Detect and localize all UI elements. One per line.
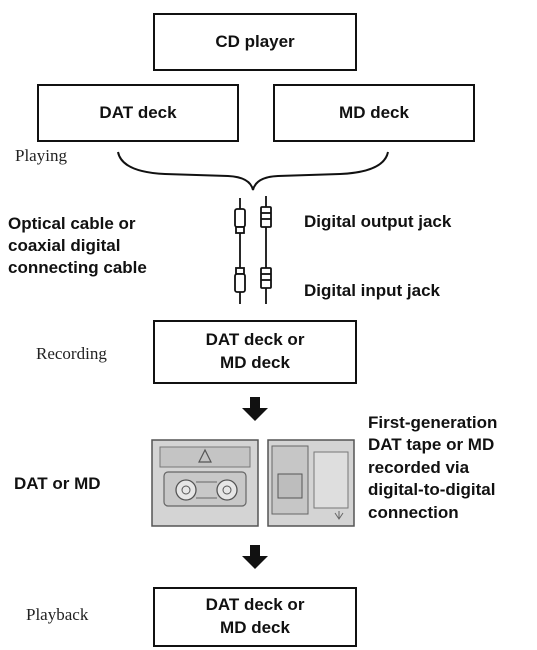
media-label: DAT or MD: [14, 474, 101, 493]
dat-cassette-icon: [151, 439, 259, 527]
cd-player-label: CD player: [215, 31, 295, 51]
playback-label-line1: DAT deck or: [205, 595, 305, 615]
minidisc-icon: [267, 439, 355, 527]
playback-label: Playback: [26, 605, 89, 624]
dat-deck-box: DAT deck: [37, 84, 239, 142]
media-description: First-generation DAT tape or MD recorded…: [368, 413, 498, 522]
playing-label: Playing: [15, 146, 67, 165]
input-jack-label: Digital input jack: [304, 281, 441, 300]
recording-label: Recording: [36, 344, 107, 363]
playback-box: DAT deck or MD deck: [153, 587, 357, 647]
cable-plug-icon: [260, 196, 272, 304]
recorder-label-line1: DAT deck or: [205, 330, 305, 350]
down-arrow-icon: [242, 397, 268, 421]
recorder-box: DAT deck or MD deck: [153, 320, 357, 384]
output-jack-label: Digital output jack: [304, 212, 452, 231]
cd-player-box: CD player: [153, 13, 357, 71]
md-deck-label: MD deck: [339, 102, 409, 122]
down-arrow-icon: [242, 545, 268, 569]
brace-icon: [117, 151, 389, 191]
dat-deck-label: DAT deck: [99, 102, 177, 122]
md-deck-box: MD deck: [273, 84, 475, 142]
recorder-label-line2: MD deck: [220, 353, 290, 372]
playback-label-line2: MD deck: [220, 618, 290, 637]
cable-description: Optical cable or coaxial digital connect…: [8, 214, 147, 278]
cable-plug-icon: [234, 198, 246, 304]
